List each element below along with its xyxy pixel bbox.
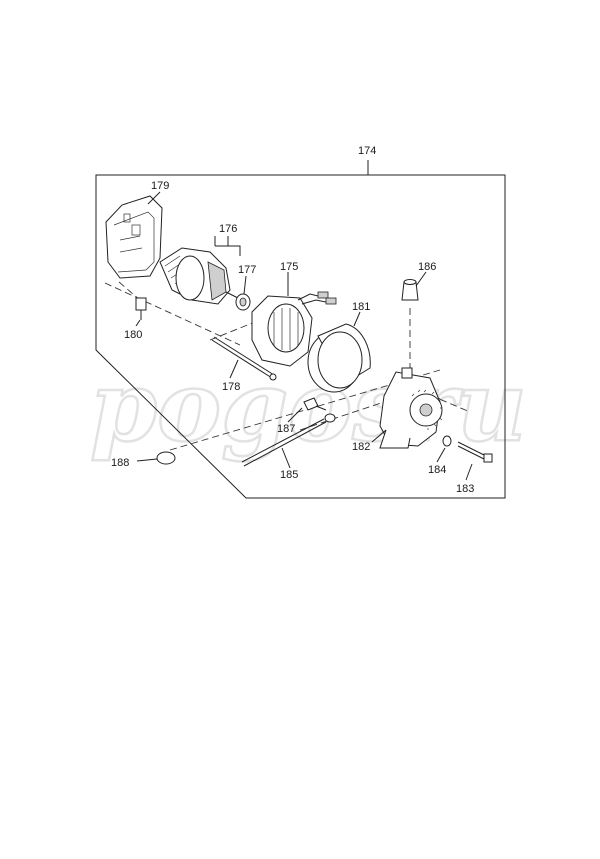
- leader-183: [465, 463, 473, 481]
- callout-178: 178: [222, 381, 240, 393]
- nut-184: [442, 435, 452, 447]
- pin-186: [401, 279, 419, 301]
- leader-181: [353, 311, 361, 327]
- leader-180: [135, 319, 141, 327]
- rear-housing-179: [105, 195, 163, 279]
- leader-184: [436, 447, 446, 463]
- frame-ring-181: [307, 323, 371, 393]
- leader-179: [147, 191, 161, 205]
- callout-181: 181: [352, 301, 370, 313]
- rod-axis-dash: [209, 321, 256, 341]
- tierod-dash: [299, 399, 391, 431]
- assembly-outline: [95, 174, 506, 499]
- callout-187: 187: [277, 423, 295, 435]
- callout-188: 188: [111, 457, 129, 469]
- callout-182: 182: [352, 441, 370, 453]
- callout-186: 186: [418, 261, 436, 273]
- callout-177: 177: [238, 264, 256, 276]
- bolt-axis-dash: [429, 394, 471, 413]
- washer-188: [156, 451, 176, 465]
- leader-178: [229, 359, 239, 379]
- leader-182: [371, 429, 387, 443]
- callout-174: 174: [358, 145, 376, 157]
- callout-176: 176: [219, 223, 237, 235]
- bearing-177: [235, 293, 251, 311]
- screw-axis-dash: [118, 281, 141, 301]
- tie-rod-178: [211, 336, 277, 381]
- tie-rod-185: [241, 413, 336, 467]
- screw-187: [303, 397, 327, 411]
- bolt-183: [457, 441, 493, 463]
- leader-177: [243, 275, 247, 295]
- callout-184: 184: [428, 464, 446, 476]
- centerline-upper: [104, 282, 241, 346]
- leader-187: [287, 407, 303, 423]
- leader-188: [136, 458, 158, 462]
- callout-180: 180: [124, 329, 142, 341]
- leader-176: [214, 236, 241, 256]
- callout-179: 179: [151, 180, 169, 192]
- screw-180: [135, 297, 147, 320]
- leader-186: [415, 271, 427, 287]
- armature-176: [159, 247, 243, 305]
- leader-185: [281, 447, 291, 469]
- stator-175: [251, 291, 337, 367]
- callout-185: 185: [280, 469, 298, 481]
- callout-183: 183: [456, 483, 474, 495]
- callout-175: 175: [280, 261, 298, 273]
